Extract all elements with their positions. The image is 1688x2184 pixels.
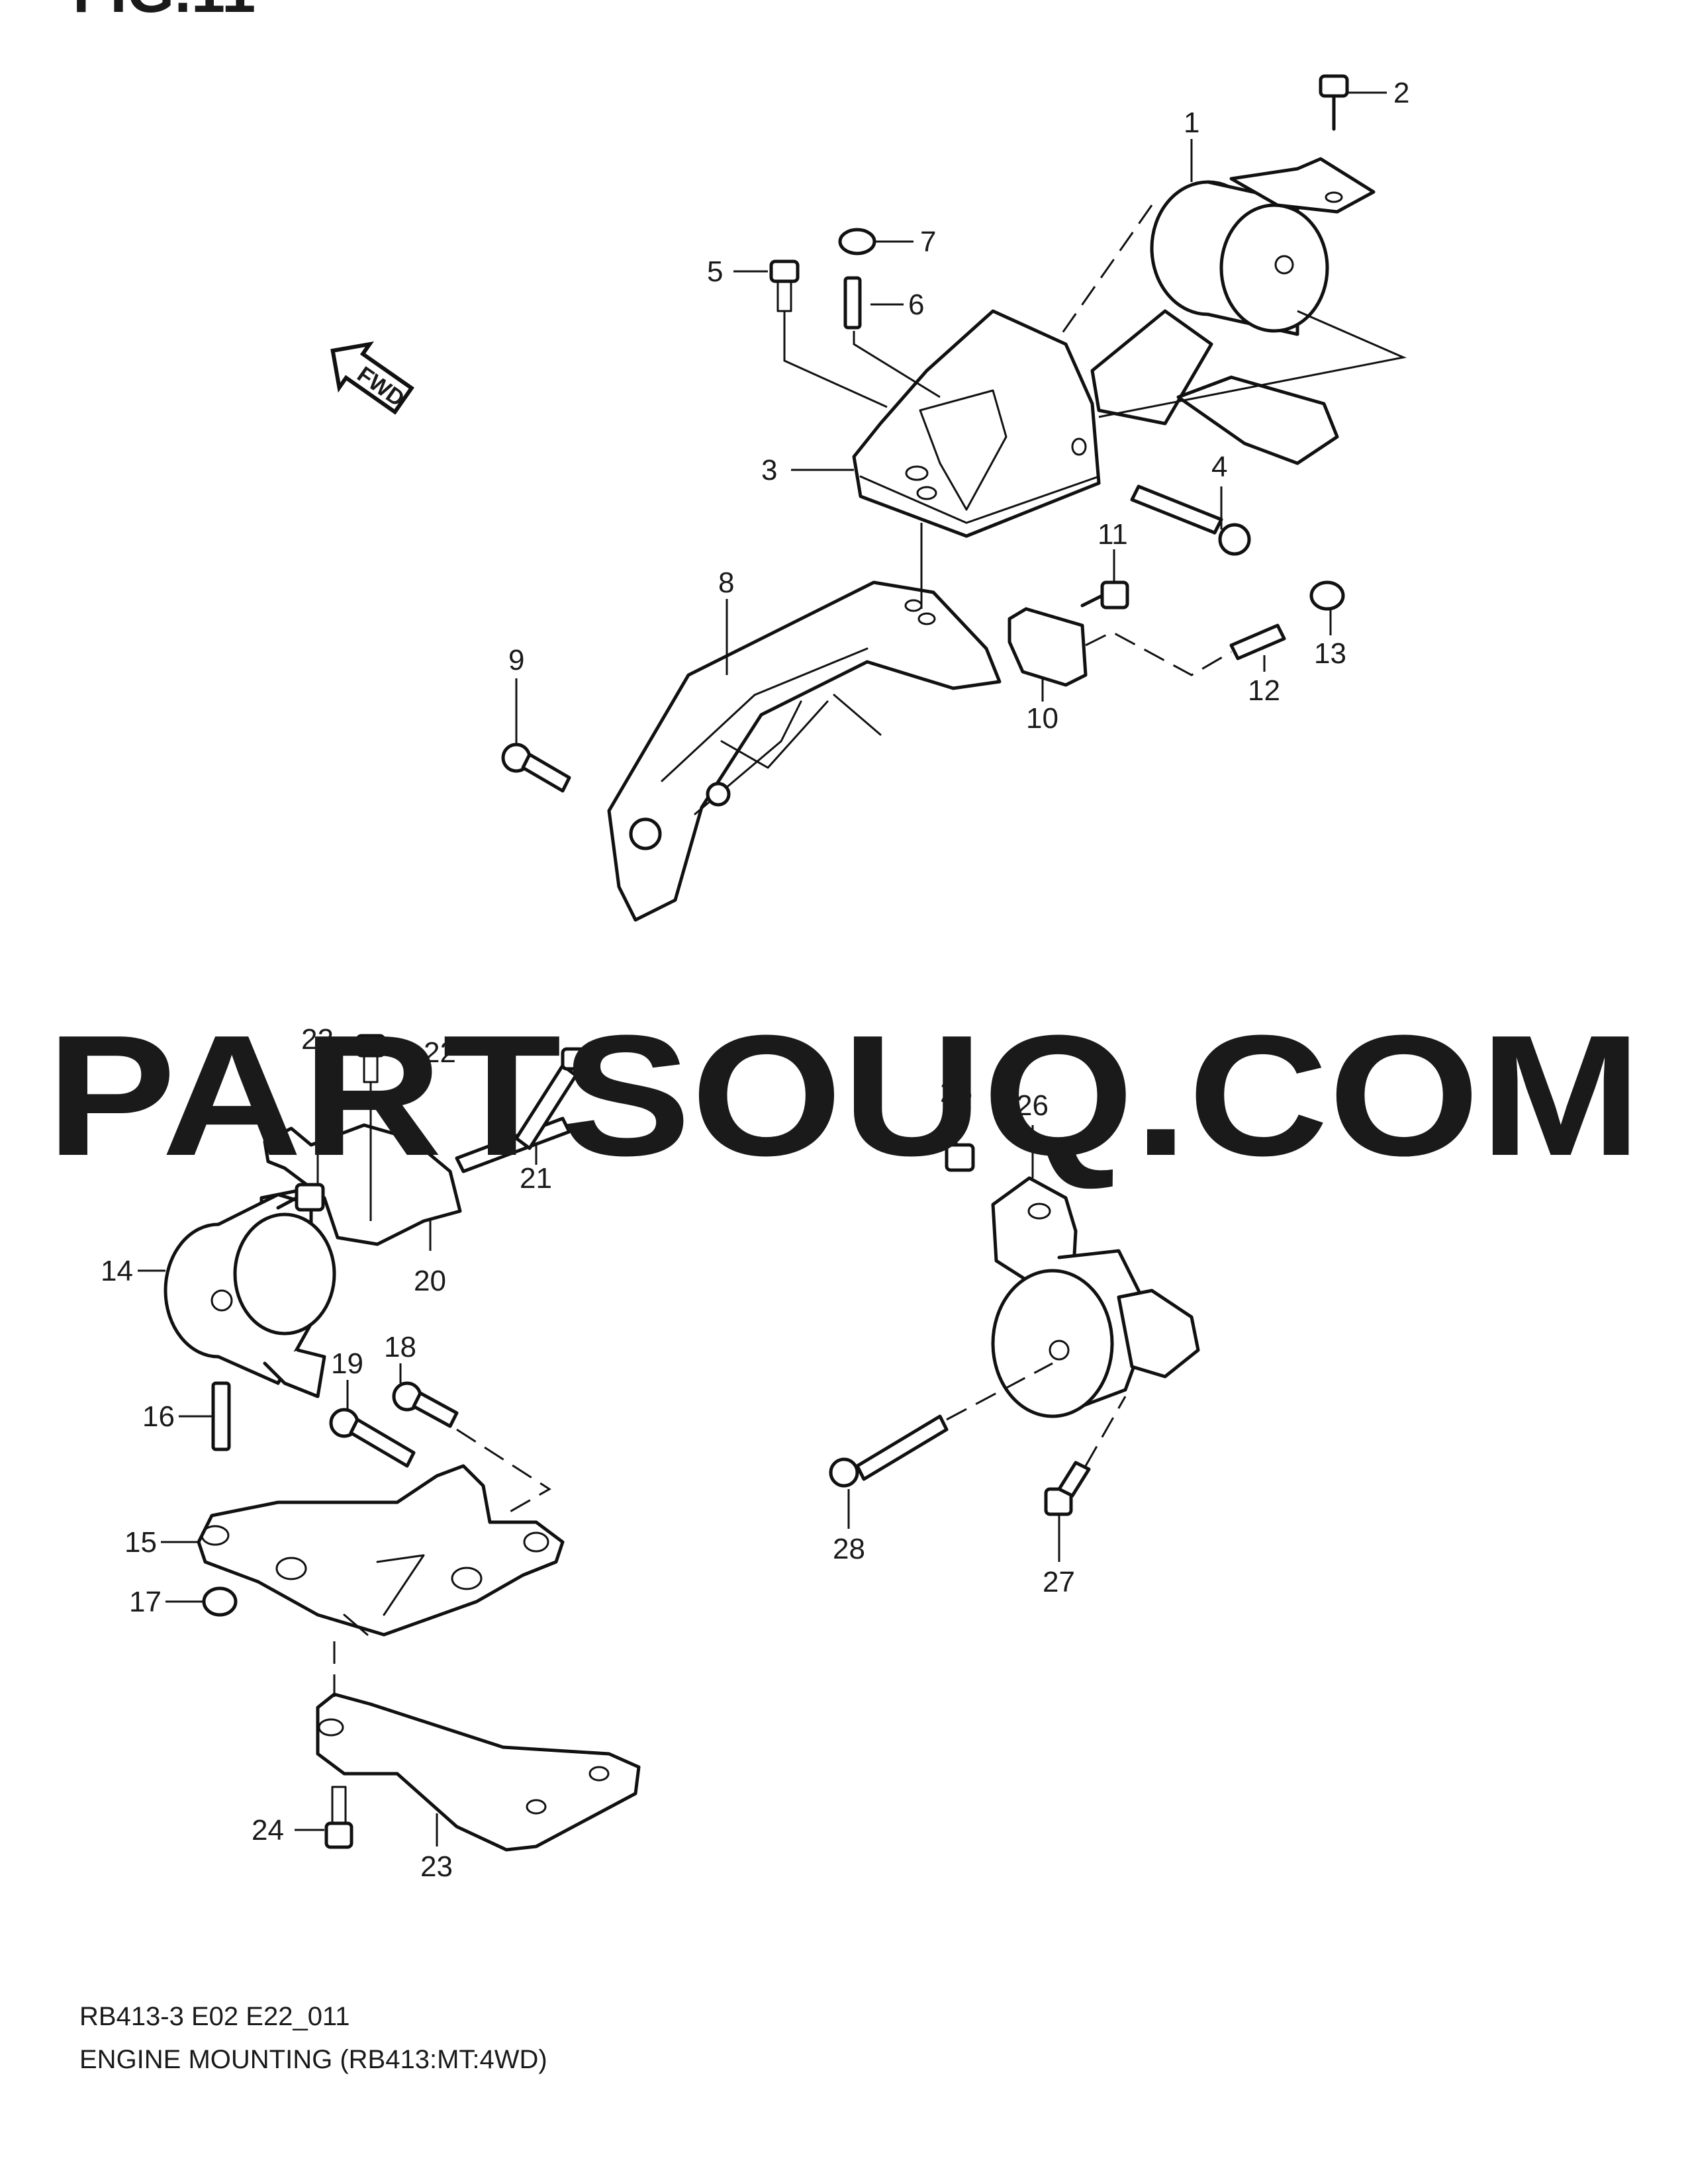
fwd-arrow-icon: FWD <box>330 341 414 415</box>
bolt-part-11 <box>1080 580 1129 610</box>
callout-3: 3 <box>761 454 777 486</box>
bolt-part-22-left <box>276 1183 325 1212</box>
bolt-part-25 <box>945 1143 975 1172</box>
callout-11: 11 <box>1098 518 1128 551</box>
callout-14: 14 <box>101 1255 133 1287</box>
bolt-part-9 <box>501 743 571 793</box>
bolt-part-24 <box>324 1786 353 1849</box>
callout-27: 27 <box>1043 1566 1075 1598</box>
stud-part-6 <box>843 276 862 330</box>
lower-right-assembly <box>829 1143 1200 1516</box>
engine-mount-part-14 <box>164 1186 336 1398</box>
watermark: PARTSOUQ.COM <box>46 1000 1642 1192</box>
upper-dashed-lines <box>783 205 1407 676</box>
bracket-part-20 <box>263 1123 462 1246</box>
callout-17: 17 <box>129 1586 162 1618</box>
bolt-part-22-top <box>355 1034 386 1083</box>
nut-part-7 <box>838 228 876 255</box>
callout-22-left: 22 <box>301 1023 334 1056</box>
upper-mount-assembly <box>501 74 1376 922</box>
stud-part-12 <box>1229 623 1286 660</box>
callout-1: 1 <box>1184 107 1199 139</box>
nut-part-17 <box>202 1586 238 1617</box>
callout-12: 12 <box>1248 674 1280 707</box>
plate-part-10 <box>1008 607 1088 687</box>
callout-leaders <box>138 91 1387 1846</box>
callout-8: 8 <box>718 567 734 599</box>
bracket-part-15 <box>197 1464 565 1637</box>
callout-24: 24 <box>252 1814 284 1846</box>
bolt-part-19 <box>329 1408 416 1468</box>
bolt-part-4 <box>1130 484 1251 556</box>
callout-26: 26 <box>1016 1089 1049 1122</box>
bolt-part-18 <box>392 1381 459 1428</box>
plate-part-23 <box>316 1692 641 1852</box>
stud-part-16 <box>211 1381 231 1451</box>
bolt-part-21 <box>455 1047 588 1173</box>
callout-10: 10 <box>1026 702 1058 735</box>
callout-9: 9 <box>508 644 524 676</box>
callout-20: 20 <box>414 1265 446 1297</box>
lower-left-assembly <box>164 1034 641 1852</box>
callout-16: 16 <box>142 1400 175 1433</box>
callout-labels: 1 2 3 4 5 6 7 8 9 10 11 12 13 14 15 16 1… <box>101 77 1409 1883</box>
callout-4: 4 <box>1211 451 1227 483</box>
callout-2: 2 <box>1393 77 1409 109</box>
engine-mount-part-1 <box>1090 157 1376 465</box>
callout-6: 6 <box>908 289 924 321</box>
diagram-code: RB413-3 E02 E22_011 <box>79 2002 350 2031</box>
nut-part-13 <box>1309 580 1345 611</box>
callout-15: 15 <box>124 1526 157 1559</box>
diagram-title: ENGINE MOUNTING (RB413:MT:4WD) <box>79 2045 547 2074</box>
bracket-part-3 <box>852 309 1101 538</box>
callout-21: 21 <box>520 1162 552 1195</box>
callout-19: 19 <box>331 1347 363 1380</box>
bolt-part-2 <box>1319 74 1349 131</box>
bolt-part-5 <box>769 259 800 312</box>
callout-28: 28 <box>833 1533 865 1565</box>
member-part-8 <box>607 580 1002 922</box>
callout-22-right: 22 <box>424 1036 456 1069</box>
callout-5: 5 <box>707 255 723 288</box>
callout-23: 23 <box>420 1850 453 1883</box>
callout-18: 18 <box>384 1331 416 1363</box>
engine-mount-part-26 <box>991 1176 1200 1418</box>
lower-left-dashed-lines <box>333 1082 551 1701</box>
callout-25: 25 <box>940 1076 972 1109</box>
callout-13: 13 <box>1314 637 1346 670</box>
figure-label: FIG.11 <box>73 0 256 25</box>
callout-7: 7 <box>920 226 936 258</box>
bolt-part-27 <box>1044 1461 1091 1516</box>
lower-right-dashed-lines <box>946 1362 1127 1467</box>
bolt-part-28 <box>829 1414 949 1488</box>
